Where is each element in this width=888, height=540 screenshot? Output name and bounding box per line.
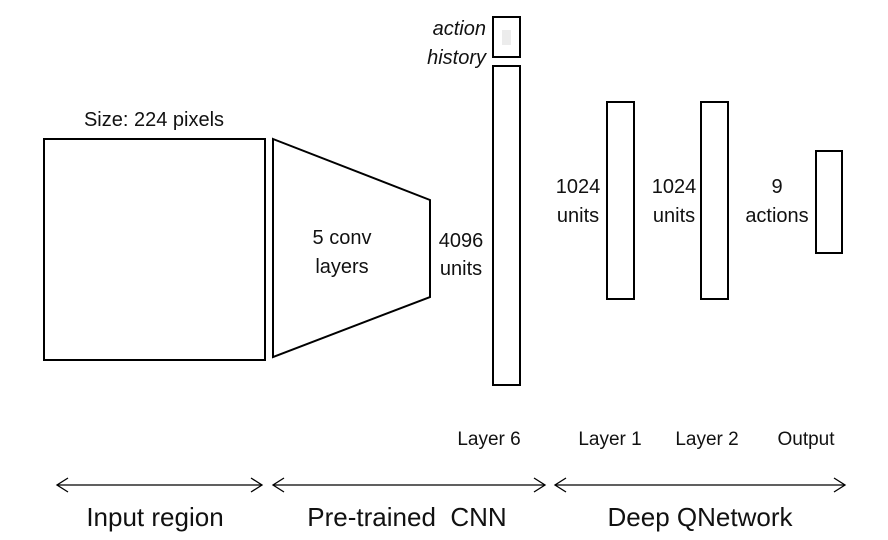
output-label-line1: 9 bbox=[771, 176, 782, 198]
cnn-caption: Pre-trained CNN bbox=[307, 502, 506, 532]
layer6-caption: Layer 6 bbox=[457, 429, 520, 450]
input-size-label: Size: 224 pixels bbox=[84, 109, 224, 131]
qnet-layer1-label-line1: 1024 bbox=[556, 176, 601, 198]
input-region-arrow bbox=[55, 477, 264, 493]
conv-label-line2: layers bbox=[315, 256, 368, 278]
conv-layers-trapezoid bbox=[272, 137, 431, 359]
qnet-layer1-label-line2: units bbox=[557, 205, 599, 227]
output-label-line2: actions bbox=[745, 205, 808, 227]
action-history-fill bbox=[502, 30, 511, 45]
fc6-label-line2: units bbox=[440, 258, 482, 280]
input-region-caption: Input region bbox=[86, 502, 223, 532]
qnet-layer2-bar bbox=[700, 101, 729, 300]
layer6-bar bbox=[492, 65, 521, 386]
fc6-label-line1: 4096 bbox=[439, 230, 484, 252]
qnet-layer1-bar bbox=[606, 101, 635, 300]
layer1-caption: Layer 1 bbox=[578, 429, 641, 450]
layer2-caption: Layer 2 bbox=[675, 429, 738, 450]
qnet-layer2-label-line2: units bbox=[653, 205, 695, 227]
input-region-box bbox=[43, 138, 266, 361]
output-caption: Output bbox=[777, 429, 835, 450]
cnn-arrow bbox=[271, 477, 547, 493]
action-history-label-line2: history bbox=[427, 47, 487, 69]
action-history-label-line1: action bbox=[433, 18, 486, 40]
qnet-arrow bbox=[553, 477, 847, 493]
qnet-layer2-label-line1: 1024 bbox=[652, 176, 697, 198]
qnet-caption: Deep QNetwork bbox=[608, 502, 794, 532]
conv-label-line1: 5 conv bbox=[313, 227, 372, 249]
output-bar bbox=[815, 150, 843, 254]
